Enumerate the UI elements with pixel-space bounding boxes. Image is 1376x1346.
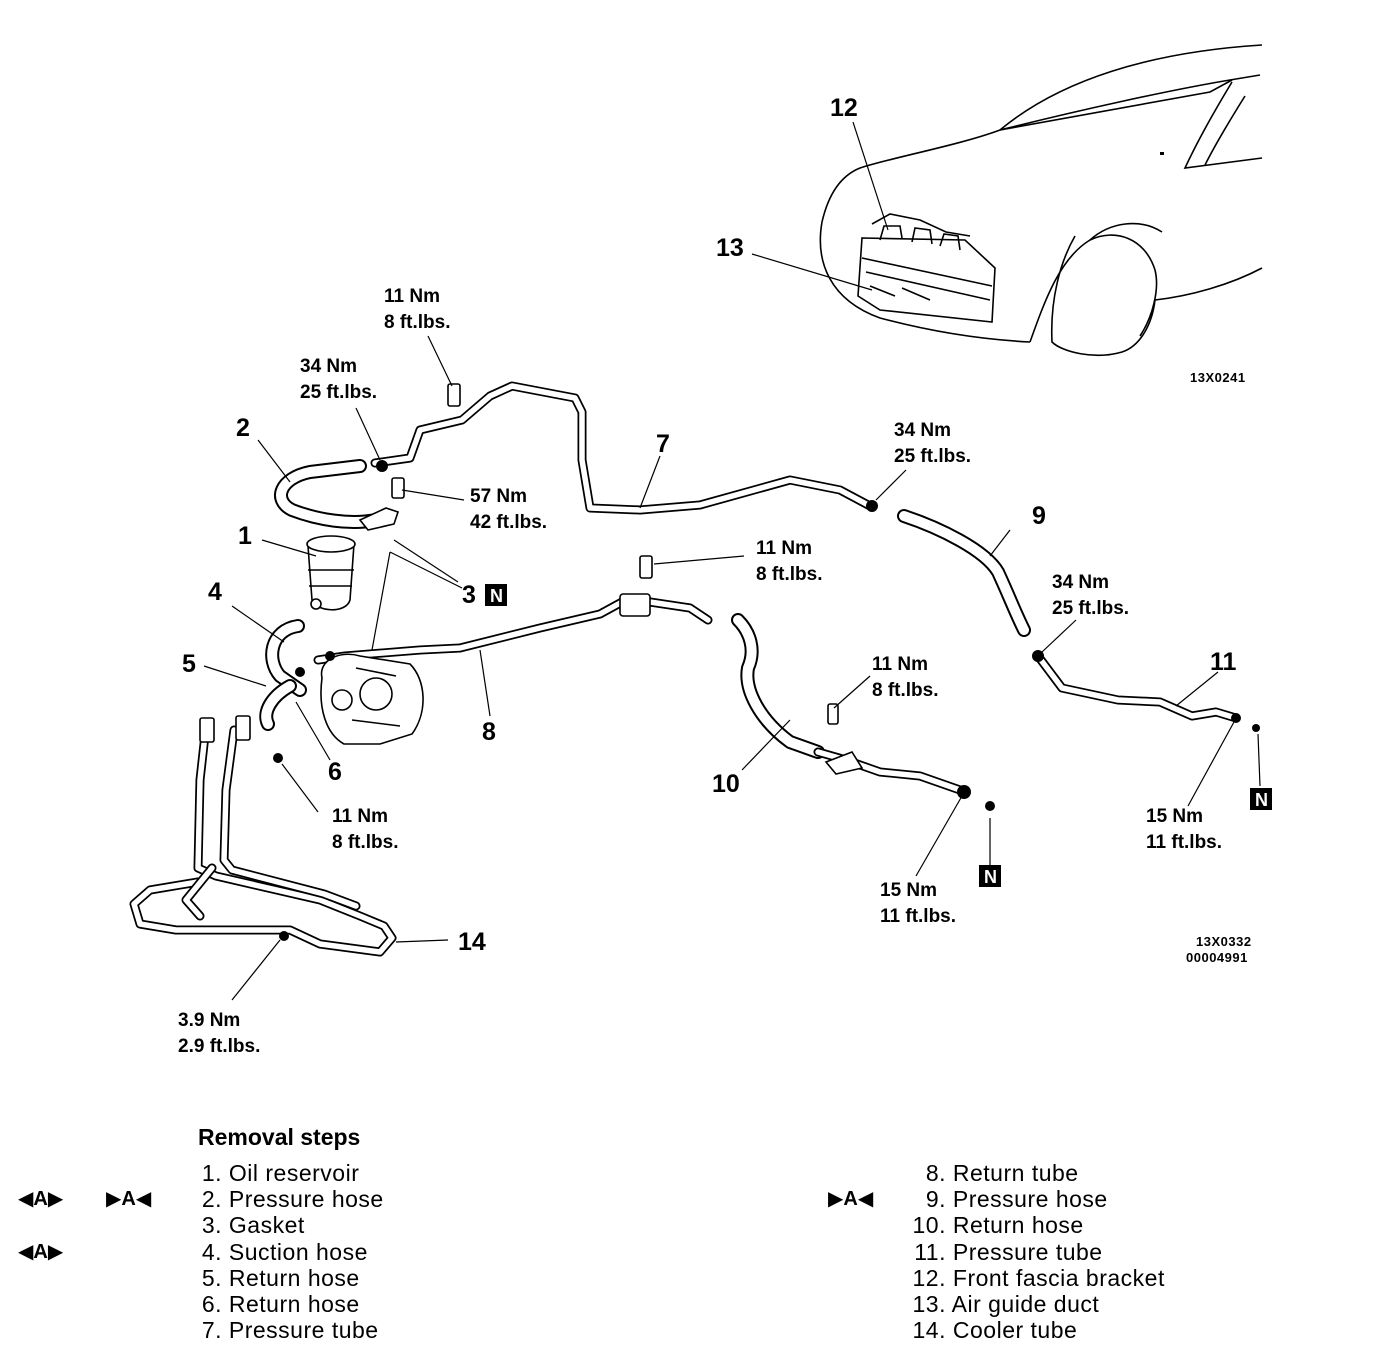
document-number: 00004991 <box>1186 950 1248 965</box>
svg-text:42 ft.lbs.: 42 ft.lbs. <box>470 512 547 533</box>
svg-text:3.9 Nm: 3.9 Nm <box>178 1010 240 1031</box>
torque-spec: 34 Nm 25 ft.lbs. <box>1052 572 1129 619</box>
torque-spec: 3.9 Nm 2.9 ft.lbs. <box>178 1010 260 1057</box>
list-item: 2. Pressure hose <box>201 1186 384 1213</box>
svg-text:8 ft.lbs.: 8 ft.lbs. <box>384 312 451 333</box>
list-item: 11. Pressure tube <box>914 1238 1103 1265</box>
callout-5: 5 <box>182 650 196 678</box>
svg-text:11 Nm: 11 Nm <box>756 538 812 559</box>
callout-11: 11 <box>1210 648 1237 676</box>
list-item: 8. Return tube <box>925 1160 1079 1186</box>
svg-text:34 Nm: 34 Nm <box>1052 572 1109 593</box>
svg-text:34 Nm: 34 Nm <box>300 356 357 377</box>
removal-service-mark: ◀A▶ <box>18 1188 64 1210</box>
svg-text:15 Nm: 15 Nm <box>1146 806 1203 827</box>
list-item: 1. Oil reservoir <box>201 1160 360 1186</box>
svg-text:11 Nm: 11 Nm <box>872 654 928 675</box>
svg-text:N: N <box>490 586 503 606</box>
callout-7: 7 <box>656 430 670 458</box>
list-item: 5. Return hose <box>201 1264 360 1291</box>
torque-spec: 11 Nm 8 ft.lbs. <box>756 538 823 585</box>
svg-text:34 Nm: 34 Nm <box>894 420 951 441</box>
svg-text:N: N <box>1255 790 1268 810</box>
list-item: 10. Return hose <box>912 1212 1084 1239</box>
legend-column-left: 1. Oil reservoir 2. Pressure hose 3. Gas… <box>196 1160 384 1343</box>
torque-spec: 11 Nm 8 ft.lbs. <box>872 654 939 701</box>
svg-text:11 Nm: 11 Nm <box>332 806 388 827</box>
n-badge: N <box>485 584 507 606</box>
list-item: 6. Return hose <box>201 1290 360 1317</box>
legend-column-right: 8. Return tube 9. Pressure hose 10. Retu… <box>906 1160 1165 1343</box>
svg-text:11 ft.lbs.: 11 ft.lbs. <box>880 906 956 927</box>
legend-title: Removal steps <box>198 1124 361 1150</box>
callout-1: 1 <box>238 522 252 550</box>
torque-spec: 34 Nm 25 ft.lbs. <box>894 420 971 467</box>
torque-spec: 11 Nm 8 ft.lbs. <box>384 286 451 333</box>
callout-3: 3 <box>462 581 476 609</box>
torque-spec: 11 Nm 8 ft.lbs. <box>332 806 399 853</box>
svg-text:57 Nm: 57 Nm <box>470 486 527 507</box>
callout-10: 10 <box>712 770 740 798</box>
components <box>199 383 1260 941</box>
svg-text:8 ft.lbs.: 8 ft.lbs. <box>872 680 939 701</box>
list-item: 12. Front fascia bracket <box>912 1264 1165 1291</box>
n-badge: N <box>1250 788 1272 810</box>
svg-text:25 ft.lbs.: 25 ft.lbs. <box>1052 598 1129 619</box>
svg-text:8 ft.lbs.: 8 ft.lbs. <box>332 832 399 853</box>
callout-12: 12 <box>830 94 858 122</box>
list-item: 13. Air guide duct <box>912 1290 1100 1317</box>
leader-lines <box>203 335 1261 1001</box>
list-item: 7. Pressure tube <box>201 1317 379 1344</box>
torque-spec: 15 Nm 11 ft.lbs. <box>880 880 956 927</box>
svg-text:11 ft.lbs.: 11 ft.lbs. <box>1146 832 1222 853</box>
svg-text:2.9 ft.lbs.: 2.9 ft.lbs. <box>178 1036 260 1057</box>
svg-text:11 Nm: 11 Nm <box>384 286 440 307</box>
callout-13: 13 <box>716 234 744 262</box>
torque-spec: 34 Nm 25 ft.lbs. <box>300 356 377 403</box>
svg-text:8 ft.lbs.: 8 ft.lbs. <box>756 564 823 585</box>
n-badge: N <box>979 865 1001 887</box>
callout-9: 9 <box>1032 502 1046 530</box>
install-service-mark: ▶A◀ <box>828 1188 874 1210</box>
svg-text:25 ft.lbs.: 25 ft.lbs. <box>300 382 377 403</box>
list-item: 3. Gasket <box>201 1212 305 1239</box>
callout-14: 14 <box>458 928 486 956</box>
callout-2: 2 <box>236 414 250 442</box>
main-view-code: 13X0332 <box>1196 934 1252 949</box>
callout-6: 6 <box>328 758 342 786</box>
removal-service-mark: ◀A▶ <box>18 1241 64 1263</box>
car-front-illustration <box>751 44 1263 356</box>
install-service-mark: ▶A◀ <box>106 1188 152 1210</box>
torque-spec: 57 Nm 42 ft.lbs. <box>470 486 547 533</box>
list-item: 4. Suction hose <box>201 1238 368 1265</box>
car-view-code: 13X0241 <box>1190 370 1246 385</box>
list-item: 9. Pressure hose <box>925 1186 1108 1213</box>
callout-8: 8 <box>482 718 496 746</box>
svg-text:15 Nm: 15 Nm <box>880 880 937 901</box>
svg-text:25 ft.lbs.: 25 ft.lbs. <box>894 446 971 467</box>
svg-text:N: N <box>984 867 997 887</box>
list-item: 14. Cooler tube <box>912 1317 1078 1344</box>
callout-4: 4 <box>208 578 222 606</box>
torque-spec: 15 Nm 11 ft.lbs. <box>1146 806 1222 853</box>
removal-steps-legend: Removal steps ◀A▶ ▶A◀ ◀A▶ ▶A◀ 1. Oil res… <box>0 1122 1376 1346</box>
